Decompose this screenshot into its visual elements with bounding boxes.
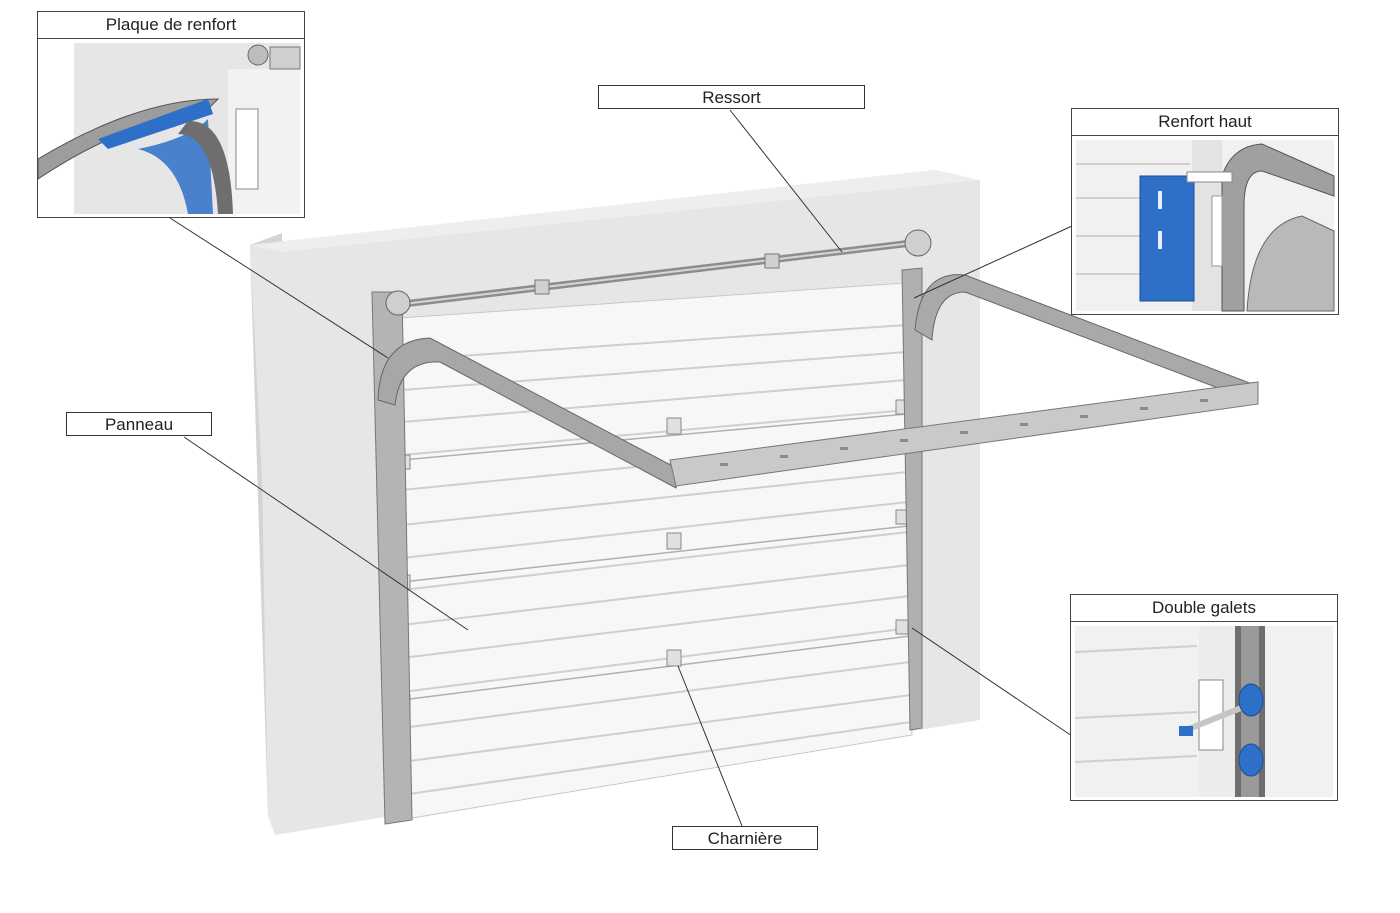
inset-title-renfort-haut: Renfort haut xyxy=(1072,109,1338,136)
right-vertical-track xyxy=(901,267,923,731)
double-rollers-detail xyxy=(1074,626,1333,797)
label-ressort: Ressort xyxy=(598,85,865,109)
front-rail-holes xyxy=(720,399,1208,466)
left-vertical-track xyxy=(371,291,413,825)
top-reinforcement-detail xyxy=(1076,140,1335,312)
wall-top xyxy=(250,170,980,252)
inset-plaque-de-renfort: Plaque de renfort xyxy=(37,11,305,218)
spring-shaft xyxy=(385,229,932,316)
section-joints xyxy=(401,413,911,701)
reinforcement-plate-detail xyxy=(38,43,301,214)
label-panneau: Panneau xyxy=(66,412,212,436)
inset-title-plaque: Plaque de renfort xyxy=(38,12,304,39)
label-charniere: Charnière xyxy=(672,826,818,850)
inset-title-double-galets: Double galets xyxy=(1071,595,1337,622)
leader-lines xyxy=(169,109,1073,827)
inset-double-galets: Double galets xyxy=(1070,594,1338,801)
inset-renfort-haut: Renfort haut xyxy=(1071,108,1339,315)
